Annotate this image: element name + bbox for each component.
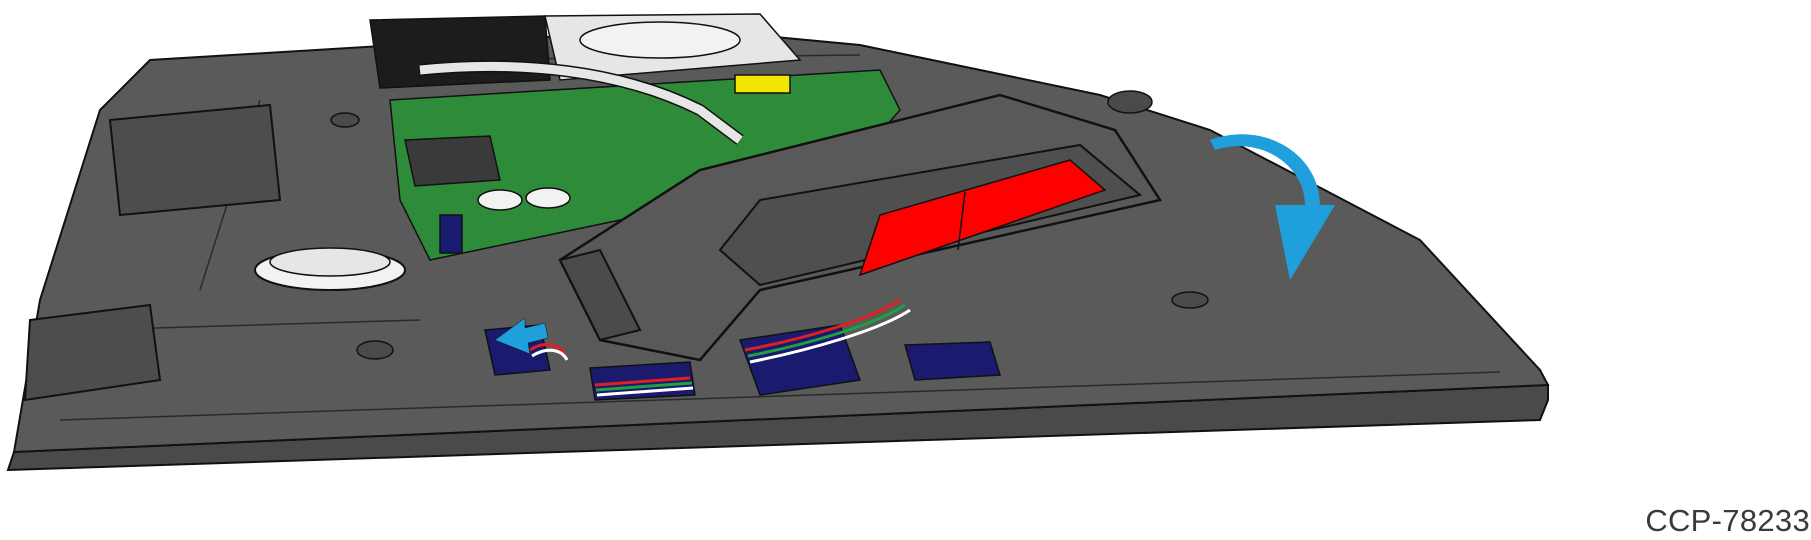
yellow-chip <box>734 74 791 94</box>
wire-red <box>744 298 901 352</box>
capacitor <box>477 189 523 211</box>
memory-chip <box>404 135 501 187</box>
mag-stripe-slot <box>858 159 1107 277</box>
screw-boss <box>1171 291 1209 309</box>
figure-id-label: CCP-78233 <box>1645 503 1810 538</box>
wire-white <box>749 308 911 364</box>
left-pointing-arrow-icon <box>494 317 549 355</box>
internal-electronics <box>254 13 1001 381</box>
curved-rotate-arrow-icon <box>1210 134 1335 280</box>
direction-arrow-shape <box>494 317 549 355</box>
left-bumper-bottom <box>23 303 162 402</box>
wire-green <box>595 381 693 392</box>
housing-inner-recess <box>59 54 1501 421</box>
wire-red <box>594 376 691 387</box>
heat-pipe <box>419 61 743 144</box>
wire-white <box>531 348 569 361</box>
msr-module <box>558 93 1163 362</box>
left-bumper-top <box>108 103 282 217</box>
cable-socket <box>904 341 1001 381</box>
mag-stripe-divider <box>957 191 966 251</box>
ribbon-cables <box>529 298 911 401</box>
screw-boss <box>356 340 394 360</box>
rotate-arrow-head <box>1275 205 1335 280</box>
blue-connector <box>439 214 463 254</box>
housing-side-wall <box>6 383 1549 472</box>
msr-module-front-lip <box>558 248 642 342</box>
heatsink-block <box>369 15 551 89</box>
wire-white <box>596 386 694 397</box>
wire-green <box>747 303 906 358</box>
capacitor <box>525 187 571 209</box>
rotate-arrow-band <box>1210 134 1320 205</box>
coin-cell-battery-top <box>269 247 391 277</box>
screw-boss <box>330 112 360 128</box>
screw-boss <box>1107 90 1153 114</box>
wire-red <box>529 343 567 356</box>
cooling-fan <box>579 21 741 59</box>
